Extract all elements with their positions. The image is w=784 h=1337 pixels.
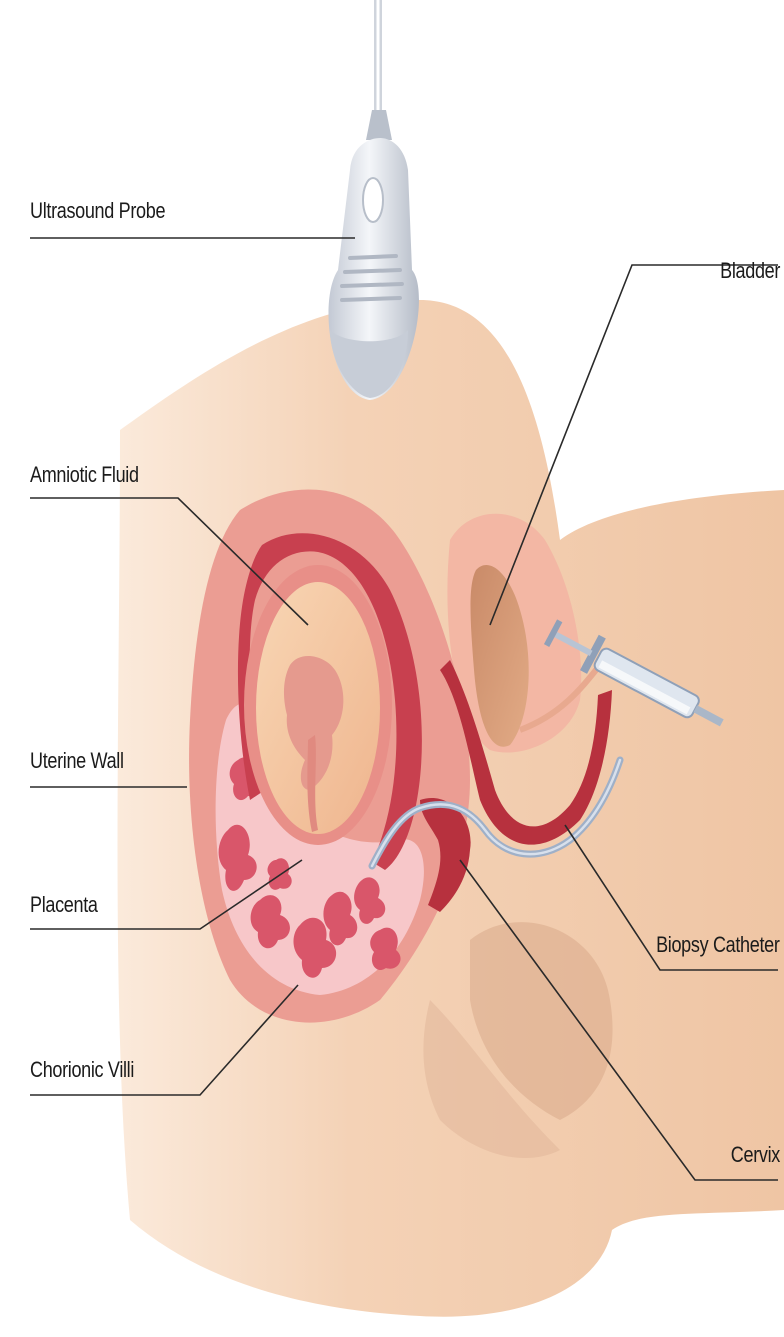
label-placenta: Placenta bbox=[30, 892, 98, 918]
label-uterine-wall: Uterine Wall bbox=[30, 748, 124, 774]
label-cervix: Cervix bbox=[731, 1142, 780, 1168]
label-bladder: Bladder bbox=[720, 258, 780, 284]
label-ultrasound-probe: Ultrasound Probe bbox=[30, 198, 165, 224]
label-biopsy-catheter: Biopsy Catheter bbox=[657, 932, 780, 958]
ultrasound-probe bbox=[328, 0, 418, 400]
label-amniotic-fluid: Amniotic Fluid bbox=[30, 462, 139, 488]
label-chorionic-villi: Chorionic Villi bbox=[30, 1057, 134, 1083]
